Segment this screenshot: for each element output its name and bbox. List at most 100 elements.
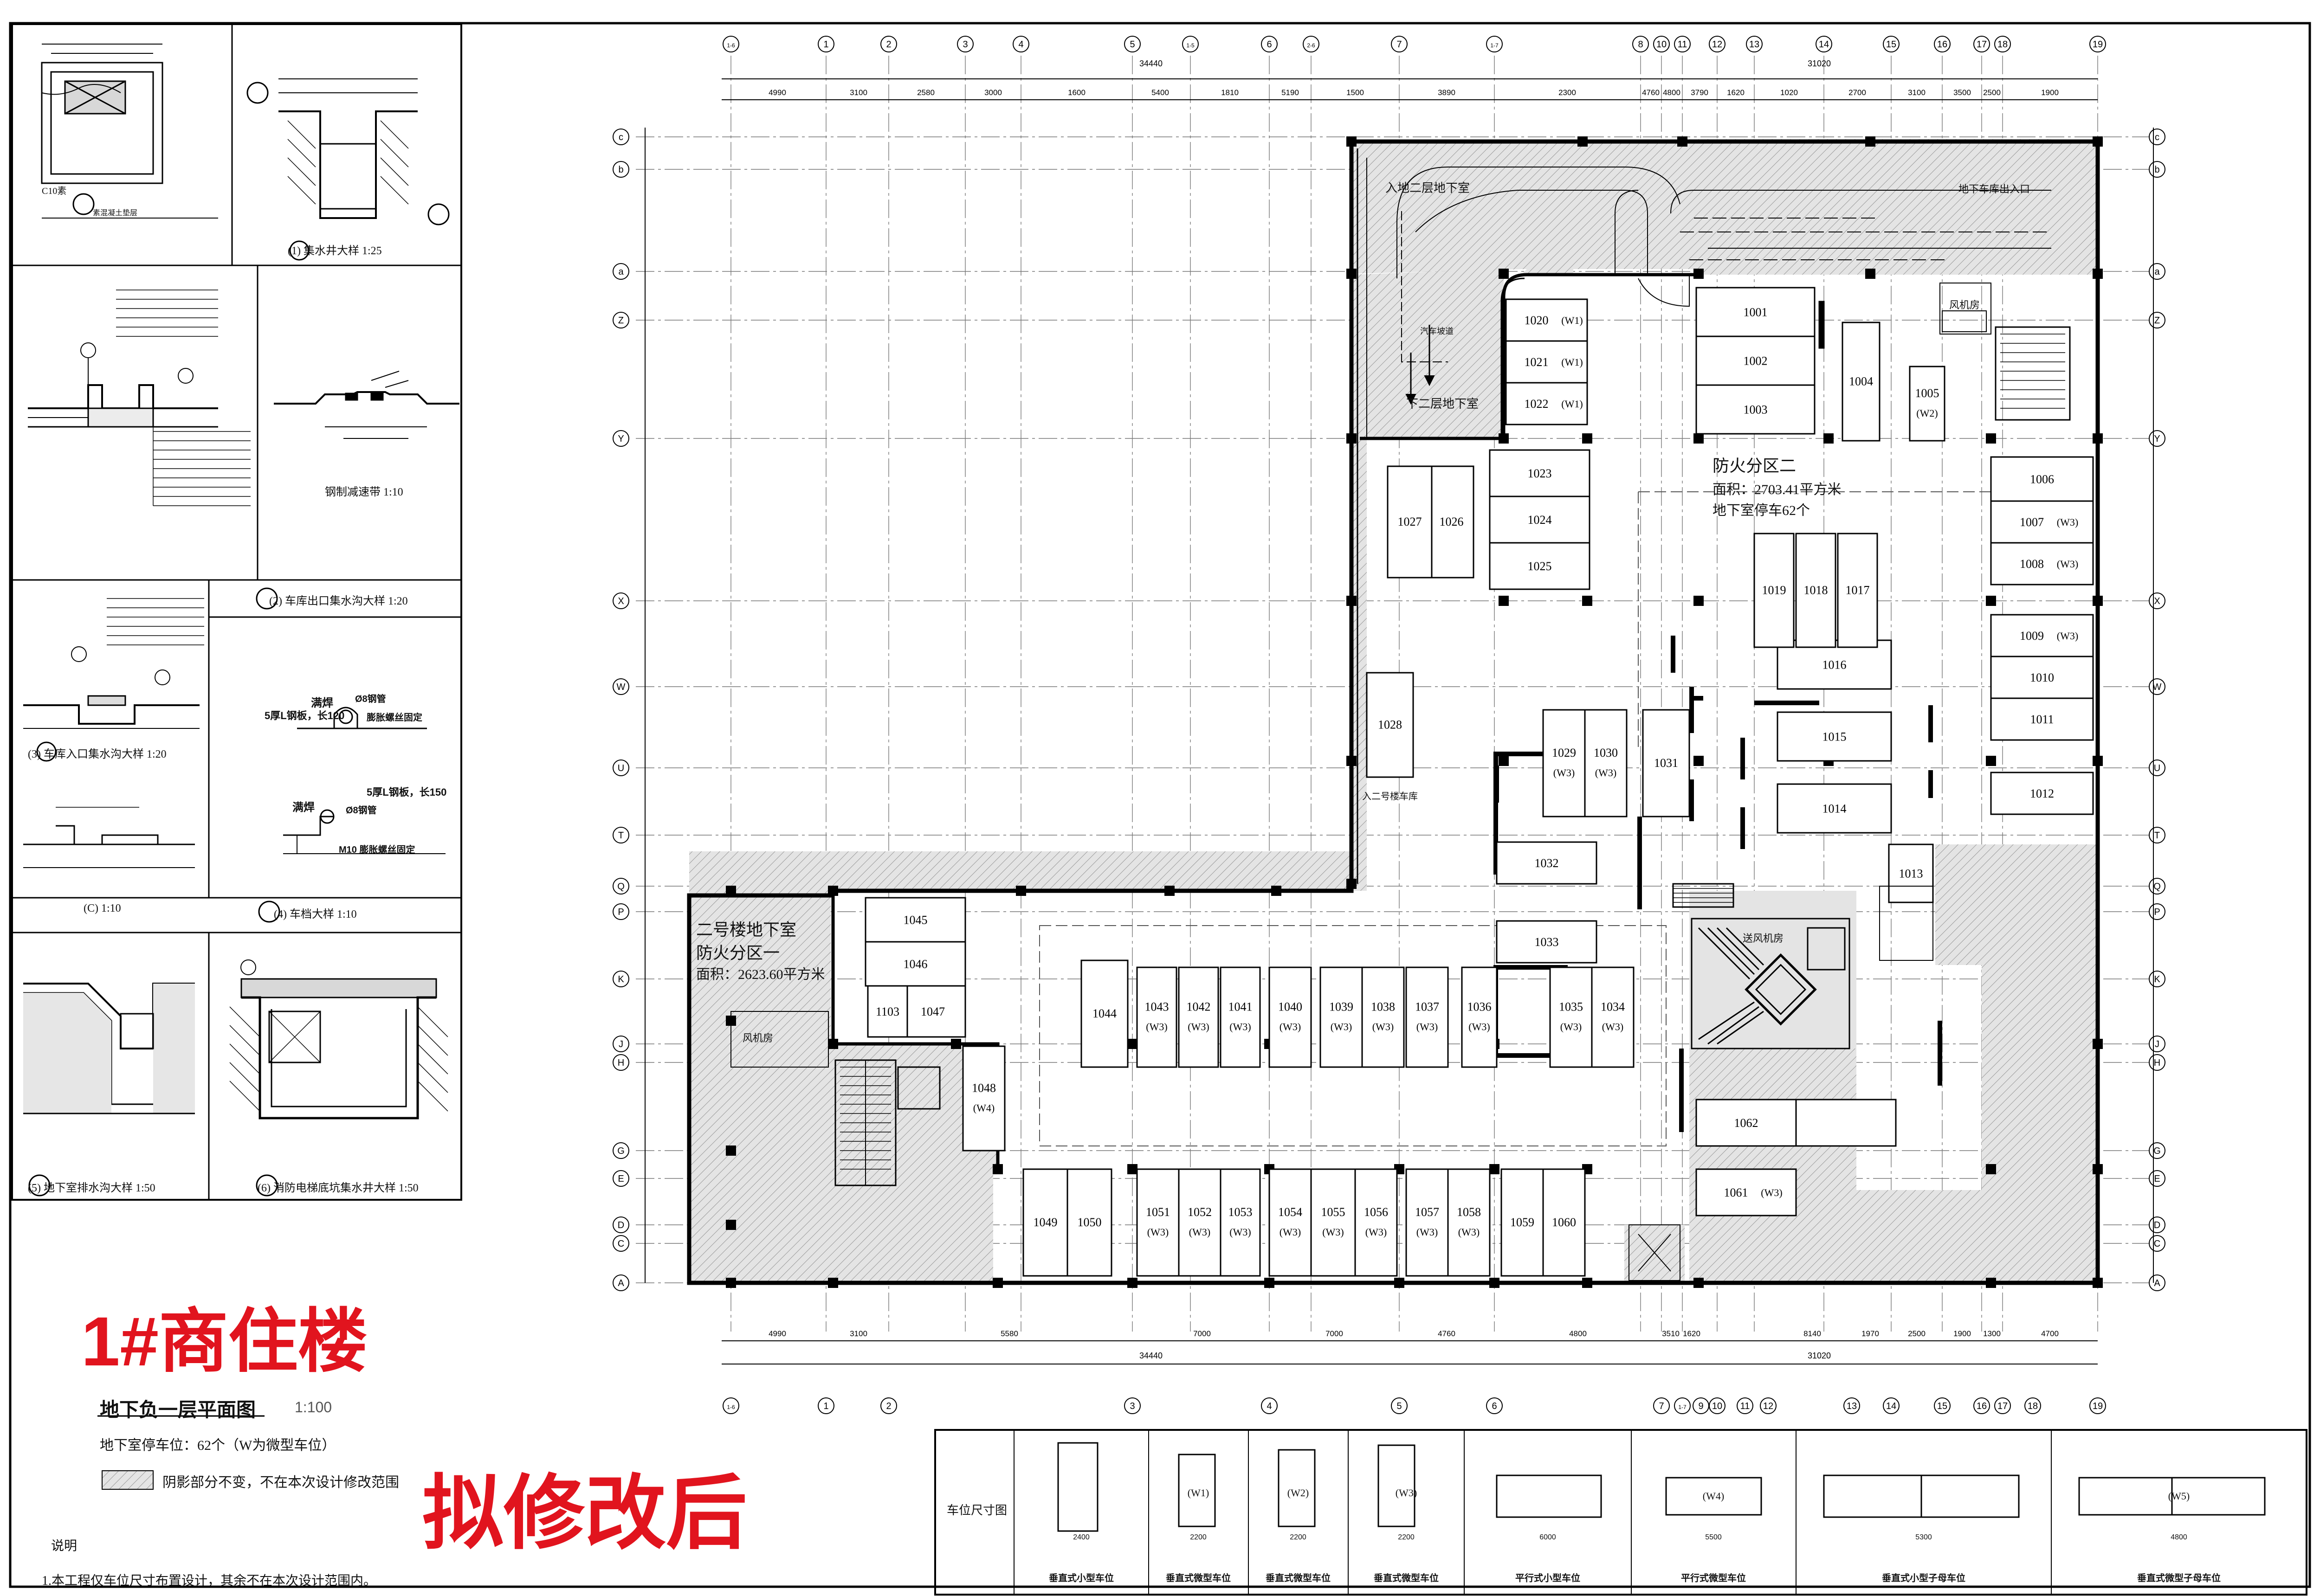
axis-label-top: 18 [1997,39,2008,50]
axis-label-top: 1-5 [1186,42,1195,49]
axis-label-row: c [2155,132,2159,142]
column [1986,756,1996,766]
parking-space-1013: 1013 [1888,843,1934,903]
parking-space-1012: 1012 [1990,772,2094,815]
dim-top: 3890 [1438,88,1455,97]
space-number: 1014 [1822,802,1847,816]
space-number: 1017 [1846,584,1870,597]
dim-top: 3100 [1908,88,1926,97]
parking-space-1034: 1034(W3) [1591,966,1635,1068]
parking-space-1054: 1054(W3) [1268,1168,1312,1277]
axis-bubble-row [613,759,629,776]
space-number: 1039 [1329,1000,1353,1014]
axis-label-row: T [2154,830,2160,841]
space-number: 1043 [1145,1000,1169,1014]
parking-space-1048: 1048(W4) [962,1045,1006,1152]
space-number: 1053 [1228,1205,1253,1219]
axis-bubble-bottom [1261,1397,1278,1414]
space-type: (W3) [1322,1226,1344,1238]
space-type: (W1) [1561,356,1583,368]
parking-space-1006: 1006 [1990,456,2094,502]
axis-label-bottom: 12 [1763,1401,1773,1411]
axis-bubble-top [723,36,739,52]
dim-top: 3790 [1691,88,1708,97]
space-number: 1047 [921,1005,945,1018]
axis-bubble-top [1653,36,1670,52]
detail-panel [11,23,462,1201]
axis-label-top: 17 [1977,39,1987,50]
space-1062-pair [1795,1099,1897,1147]
dim-top: 1020 [1780,88,1798,97]
space-number: 1020 [1525,314,1549,327]
parking-space-1042: 1042 (W3) [1178,966,1219,1068]
axis-label-row: U [618,763,624,773]
dim-bottom: 4700 [2041,1329,2059,1338]
parking-space-1036: 1036 (W3) [1461,966,1498,1068]
space-number: 1035 [1559,1000,1583,1014]
axis-bubble-top [1709,36,1725,52]
axis-bubble-row [613,878,629,895]
axis-bubble-row [613,312,629,328]
parking-space-1020: 1020(W1) [1505,298,1588,342]
parking-space-1043: 1043 (W3) [1136,966,1177,1068]
axis-label-bottom: 15 [1937,1401,1947,1411]
dim-top: 3500 [1953,88,1971,97]
column [1693,1278,1704,1288]
axis-label-row: Z [2154,315,2160,326]
axis-bubble-top [1883,36,1900,52]
axis-label-top: 2 [886,39,891,50]
dim-bottom: 4760 [1438,1329,1455,1338]
column [1499,756,1509,766]
axis-bubble-top [1124,36,1141,52]
axis-label-bottom: 7 [1659,1401,1664,1411]
column [1164,886,1175,896]
column [2093,596,2103,606]
parking-space-1003: 1003 [1695,384,1816,435]
space-number: 1036 [1467,1000,1492,1014]
space-type: (W3) [1146,1021,1167,1033]
space-number: 1103 [876,1005,899,1018]
parking-space-1040: 1040(W3) [1268,966,1312,1068]
space-type: (W3) [1188,1021,1209,1033]
parking-space-1032: 1032 [1496,841,1597,885]
axis-label-row: D [2154,1220,2160,1230]
space-number: 1049 [1034,1216,1058,1229]
axis-label-row: Y [618,434,624,444]
parking-space-1058: 1058(W3) [1447,1168,1491,1277]
axis-label-row: b [618,165,623,175]
parking-space-1004: 1004 [1842,322,1881,442]
axis-label-row: Q [2153,882,2161,892]
axis-bubble-row [613,1216,629,1233]
axis-bubble-bottom [723,1397,739,1414]
stair-core-east [1672,883,1850,1049]
axis-bubble-row [613,1142,629,1159]
axis-bubble-row [613,971,629,987]
column [1986,433,1996,444]
column [1693,596,1704,606]
parking-space-1052: 1052(W3) [1178,1168,1221,1277]
column [1271,886,1281,896]
column [1394,1278,1404,1288]
axis-label-bottom: 3 [1130,1401,1135,1411]
dim-bottom: 8140 [1803,1329,1821,1338]
parking-space-1039: 1039(W3) [1319,966,1363,1068]
axis-label-row: E [618,1174,624,1184]
space-number: 1042 [1187,1000,1211,1014]
axis-label-row: P [2154,907,2160,917]
space-type: (W3) [1229,1226,1251,1238]
axis-bubble-bottom [2024,1397,2041,1414]
axis-label-row: a [2154,267,2160,277]
axis-bubble-bottom [880,1397,897,1414]
parking-space-1008: 1008(W3) [1990,542,2094,586]
detail-drain-trench-outlet [28,290,278,610]
axis-bubble-bottom [1737,1397,1753,1414]
parking-space-1033: 1033 [1496,920,1597,964]
space-type: (W3) [1468,1021,1490,1033]
axis-bubble-bottom [1391,1397,1408,1414]
axis-label-top: 1-6 [727,42,735,49]
axis-label-top: 15 [1886,39,1896,50]
column [1127,1039,1137,1049]
axis-label-row: E [2154,1174,2160,1184]
axis-label-row: C [2154,1239,2160,1249]
